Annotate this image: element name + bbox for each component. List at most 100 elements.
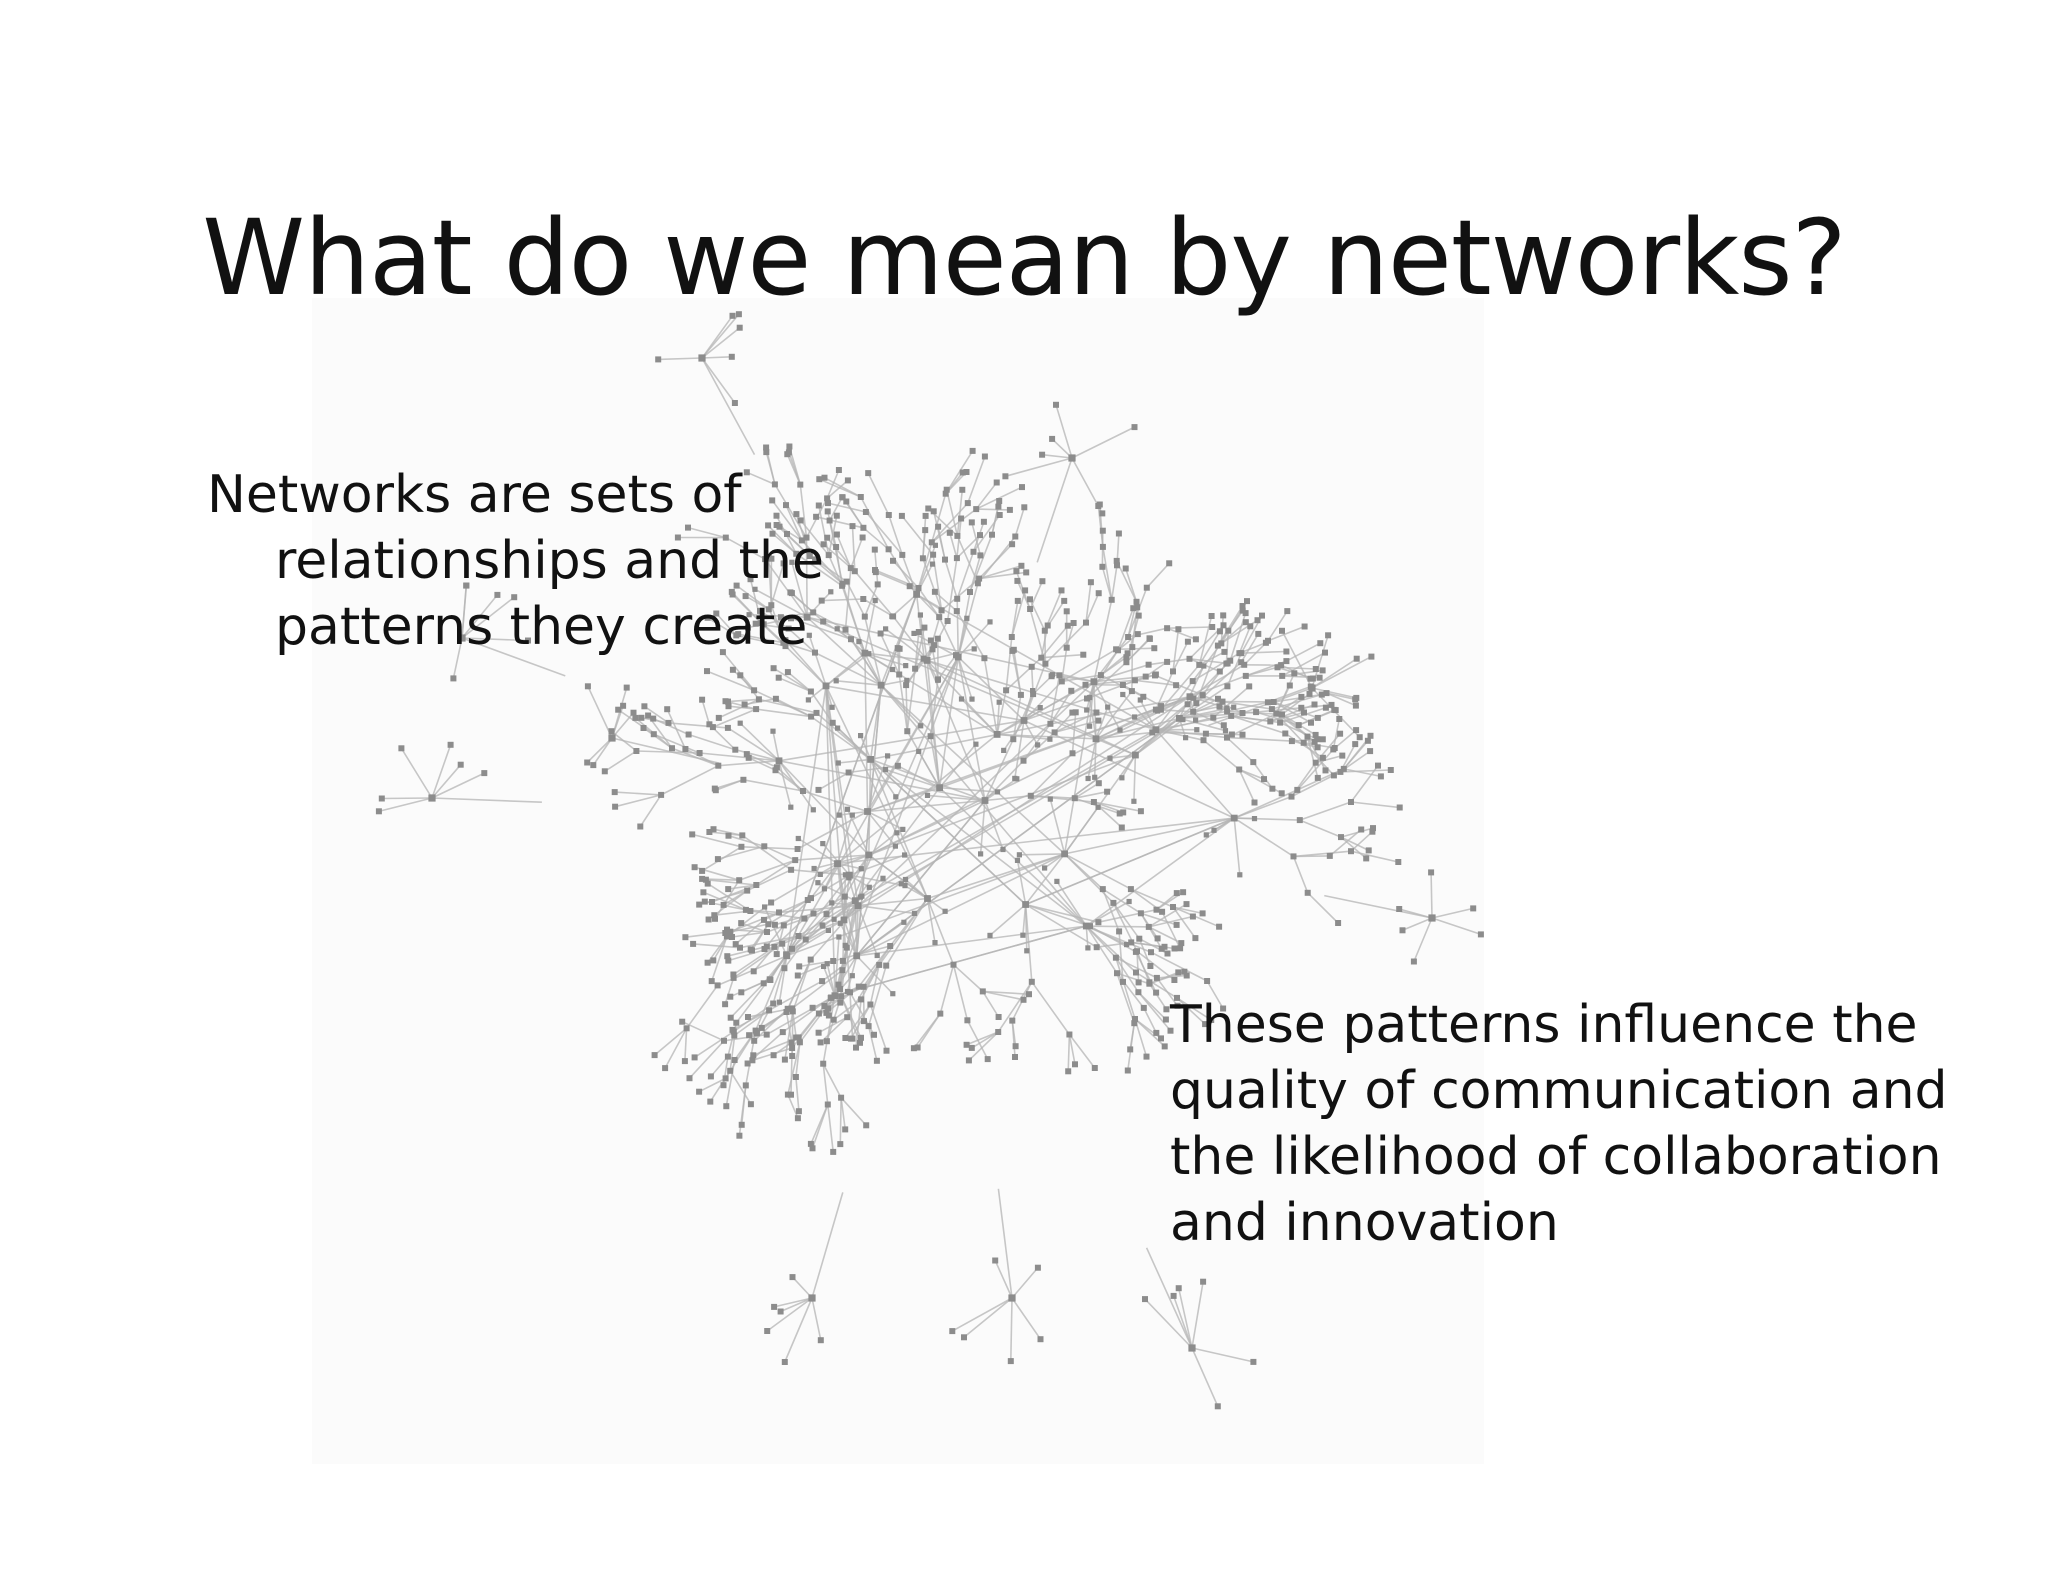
- network-edge: [1115, 957, 1136, 1020]
- network-node: [1105, 704, 1111, 710]
- network-edge: [1271, 692, 1327, 710]
- network-node: [1134, 604, 1141, 611]
- network-node: [511, 594, 518, 601]
- network-node: [1003, 687, 1010, 694]
- network-node: [893, 794, 899, 800]
- network-edge: [1089, 925, 1149, 928]
- network-node: [808, 895, 814, 902]
- network-edge: [939, 964, 955, 1014]
- network-node: [847, 565, 854, 572]
- network-node: [981, 655, 988, 662]
- network-edge: [727, 727, 780, 762]
- network-node: [1148, 949, 1154, 956]
- network-node: [1353, 655, 1360, 662]
- network-node: [842, 1035, 849, 1041]
- network-node: [807, 1140, 814, 1147]
- network-node: [817, 1039, 824, 1046]
- network-node: [815, 786, 822, 793]
- network-edge: [755, 859, 796, 886]
- network-node: [1211, 827, 1217, 833]
- network-node: [1014, 857, 1021, 863]
- network-edge: [802, 790, 868, 813]
- network-edge: [1005, 636, 1013, 691]
- network-node: [758, 1024, 765, 1031]
- network-node: [1368, 653, 1375, 660]
- network-edge: [1413, 917, 1433, 962]
- network-node: [701, 898, 708, 905]
- network-node: [681, 1058, 688, 1065]
- network-node: [1153, 974, 1160, 981]
- network-node: [1171, 945, 1178, 952]
- network-edge: [763, 623, 784, 644]
- network-node: [1034, 1264, 1041, 1271]
- network-node: [751, 687, 758, 694]
- network-node: [1007, 1358, 1014, 1365]
- network-node: [808, 1294, 816, 1302]
- network-edge: [1306, 736, 1319, 779]
- network-edge: [1198, 651, 1225, 666]
- network-node: [736, 324, 743, 331]
- network-node: [1132, 751, 1139, 759]
- network-edge: [997, 1188, 1013, 1299]
- networks-definition-text: Networks are sets of relationships and t…: [207, 465, 824, 657]
- network-edge: [1085, 817, 1235, 927]
- network-node: [1037, 1336, 1044, 1343]
- network-node: [1283, 648, 1290, 655]
- network-node: [682, 934, 689, 941]
- network-node: [1319, 667, 1326, 674]
- network-node: [745, 624, 751, 631]
- network-node: [1012, 1054, 1018, 1060]
- network-node: [1097, 672, 1104, 679]
- network-node: [776, 523, 783, 530]
- network-edge: [1286, 642, 1321, 662]
- network-node: [691, 1054, 698, 1061]
- network-edge: [1074, 782, 1100, 799]
- network-edge: [855, 905, 859, 956]
- network-edge: [701, 699, 711, 725]
- network-node: [844, 477, 851, 484]
- network-node: [1054, 878, 1060, 884]
- network-node: [1162, 1016, 1169, 1023]
- network-edge: [1068, 1034, 1076, 1065]
- network-node: [882, 766, 889, 773]
- network-edge: [1191, 1347, 1219, 1407]
- network-node: [902, 883, 908, 889]
- network-node: [690, 940, 697, 947]
- network-edge: [840, 995, 862, 1039]
- network-node: [1330, 772, 1337, 779]
- network-node: [1189, 678, 1196, 685]
- network-edge: [1085, 582, 1092, 623]
- network-node: [1143, 1053, 1150, 1060]
- network-node: [1175, 969, 1182, 976]
- network-node: [1104, 788, 1111, 795]
- network-edge: [724, 977, 735, 1005]
- network-edge: [705, 878, 757, 886]
- network-edge: [775, 769, 804, 792]
- network-node: [839, 957, 846, 964]
- network-node: [793, 550, 800, 557]
- network-node: [727, 993, 734, 1000]
- network-edge: [1172, 906, 1203, 915]
- network-edge: [867, 1025, 878, 1061]
- network-node: [753, 706, 760, 713]
- network-node: [849, 1035, 856, 1042]
- network-edge: [1179, 717, 1226, 732]
- network-edge: [778, 760, 986, 802]
- network-edge: [870, 758, 1087, 927]
- network-node: [925, 505, 932, 512]
- network-edge: [1225, 630, 1230, 664]
- network-node: [810, 910, 817, 917]
- network-node: [904, 728, 911, 735]
- network-edge: [1311, 687, 1357, 699]
- network-edge: [1011, 1267, 1039, 1299]
- network-node: [1288, 738, 1295, 745]
- network-edge: [836, 733, 998, 865]
- network-node: [843, 578, 850, 585]
- network-node: [1099, 510, 1106, 517]
- network-node: [1018, 562, 1025, 569]
- network-edge: [815, 516, 864, 529]
- network-edge: [730, 911, 780, 933]
- network-node: [1279, 711, 1285, 718]
- network-node: [1158, 1035, 1164, 1042]
- network-node: [890, 991, 896, 997]
